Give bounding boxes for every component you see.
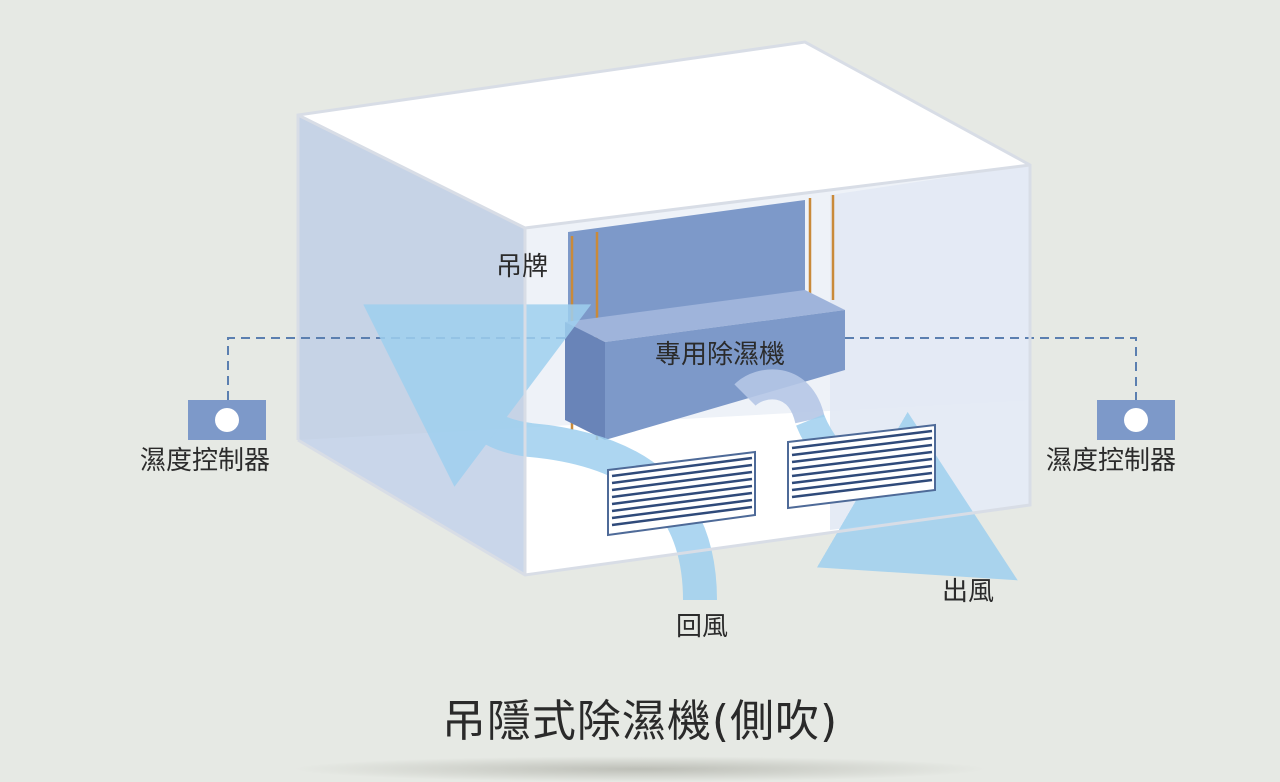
unit-top [565,290,845,342]
unit-front [605,310,845,440]
control-wire-right [845,337,1137,400]
humidity-controller-left [188,400,266,440]
unit-side [565,322,605,440]
supply-air-label: 出風 [942,577,995,607]
return-air-label: 回風 [676,612,729,642]
hanger-label: 吊牌 [496,252,549,282]
diagram-title: 吊隱式除濕機(側吹) [441,696,839,747]
humidity-controller-right [1097,400,1175,440]
controller-left-label: 濕度控制器 [140,446,271,476]
unit-label: 專用除濕機 [655,340,786,370]
supply-grille [787,423,936,510]
supply-airflow-arrow-upper [734,369,825,425]
room-ceiling [298,42,1030,228]
title-shadow [290,756,990,782]
return-airflow-arrow [363,304,717,601]
controller-right-label: 濕度控制器 [1046,446,1177,476]
return-grille [607,450,756,537]
